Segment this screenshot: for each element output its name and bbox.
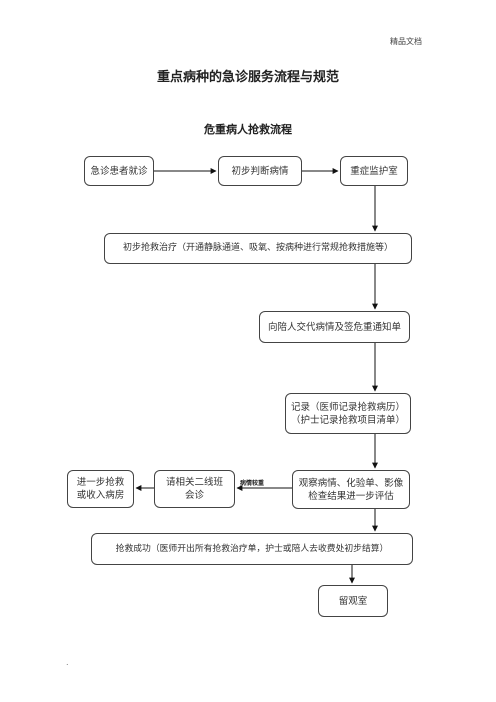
node-further-rescue-line1: 进一步抢救 xyxy=(76,477,125,488)
node-notify-family: 向陪人交代病情及签危重通知单 xyxy=(259,311,410,343)
node-records: 记录（医师记录抢救病历） （护士记录抢救项目清单） xyxy=(285,393,411,434)
node-observe-evaluate-line2: 检查结果进一步评估 xyxy=(308,490,394,502)
header-note: 精品文档 xyxy=(390,37,422,46)
node-observation-room-label: 留观室 xyxy=(338,595,368,607)
node-second-line-consult: 请相关二线班 会诊 xyxy=(154,470,235,508)
node-initial-assessment: 初步判断病情 xyxy=(218,156,302,186)
node-emergency-visit: 急诊患者就诊 xyxy=(84,156,154,186)
node-icu-label: 重症监护室 xyxy=(350,165,398,177)
node-initial-rescue: 初步抢救治疗（开通静脉通道、吸氧、按病种进行常规抢救措施等） xyxy=(104,233,412,264)
node-observation-room: 留观室 xyxy=(318,585,388,617)
node-further-rescue: 进一步抢救 或收入病房 xyxy=(67,470,134,508)
node-emergency-visit-label: 急诊患者就诊 xyxy=(90,165,148,177)
node-rescue-success: 抢救成功（医师开出所有抢救治疗单，护士或陪人去收费处初步结算） xyxy=(91,533,413,565)
node-initial-assessment-label: 初步判断病情 xyxy=(231,165,289,177)
node-second-line-consult-line1: 请相关二线班 xyxy=(165,477,223,488)
document-title: 重点病种的急诊服务流程与规范 xyxy=(156,70,339,85)
node-records-line1: 记录（医师记录抢救病历） xyxy=(290,401,405,413)
footer-mark: . xyxy=(66,658,69,667)
node-notify-family-label: 向陪人交代病情及签危重通知单 xyxy=(267,321,401,333)
node-icu: 重症监护室 xyxy=(340,156,408,186)
node-records-line2: （护士记录抢救项目清单） xyxy=(290,414,405,426)
edge-label-condition-serious: 病情较重 xyxy=(240,480,265,487)
node-initial-rescue-label: 初步抢救治疗（开通静脉通道、吸氧、按病种进行常规抢救措施等） xyxy=(122,243,393,253)
node-second-line-consult-line2: 会诊 xyxy=(184,490,204,501)
node-observe-evaluate-line1: 观察病情、化验单、影像 xyxy=(298,477,404,489)
flowchart-title: 危重病人抢救流程 xyxy=(204,123,292,136)
node-rescue-success-label: 抢救成功（医师开出所有抢救治疗单，护士或陪人去收费处初步结算） xyxy=(115,543,389,554)
node-observe-evaluate: 观察病情、化验单、影像 检查结果进一步评估 xyxy=(292,470,410,509)
node-further-rescue-line2: 或收入病房 xyxy=(76,490,125,501)
